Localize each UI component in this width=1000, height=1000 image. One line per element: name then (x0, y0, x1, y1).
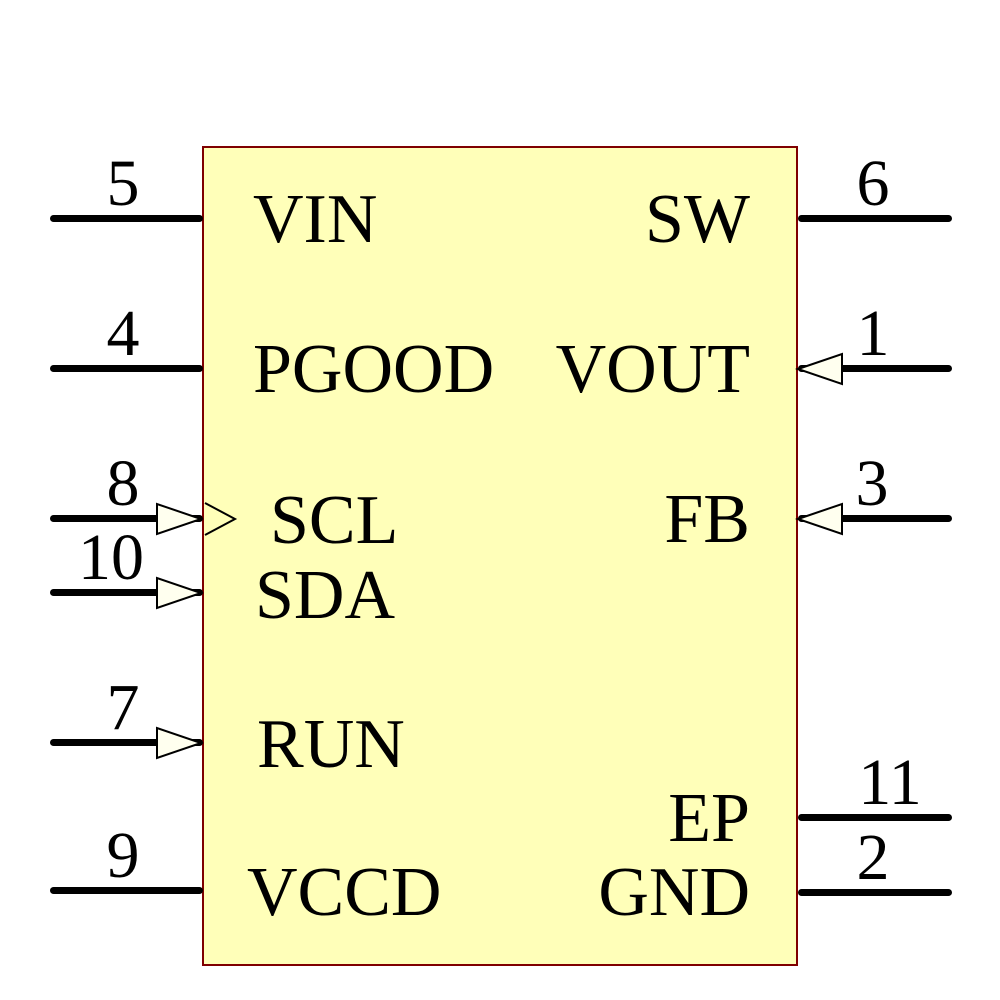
pin-gnd-number: 2 (856, 821, 890, 894)
pin-vin-wire[interactable] (50, 215, 203, 222)
pin-vccd-wire[interactable] (50, 887, 203, 894)
pin-gnd-label: GND (598, 854, 750, 931)
pin-ep-number: 11 (858, 746, 922, 819)
pin-sda-number: 10 (78, 521, 144, 594)
pin-run-label: RUN (257, 706, 405, 783)
pin-fb-label: FB (664, 481, 750, 558)
pin-vout-label: VOUT (555, 331, 750, 408)
pin-sda-label: SDA (255, 557, 396, 634)
input-arrow-icon (794, 352, 843, 386)
pin-ep-wire[interactable] (798, 814, 952, 821)
pin-sw-label: SW (645, 181, 750, 258)
ic-body[interactable] (202, 146, 798, 966)
pin-vin-number: 5 (106, 147, 140, 220)
clock-chevron-icon (204, 502, 238, 536)
pin-sw-wire[interactable] (798, 215, 952, 222)
pin-vout-wire[interactable] (798, 365, 952, 372)
pin-scl-number: 8 (106, 447, 140, 520)
pin-scl-label: SCL (270, 482, 399, 559)
pin-vccd-number: 9 (106, 819, 140, 892)
pin-sda-wire[interactable] (50, 589, 203, 596)
pin-sw-number: 6 (856, 147, 890, 220)
pin-pgood-number: 4 (106, 297, 140, 370)
pin-pgood-label: PGOOD (253, 331, 495, 408)
pin-pgood-wire[interactable] (50, 365, 203, 372)
input-arrow-icon (156, 726, 205, 760)
pin-scl-wire[interactable] (50, 515, 203, 522)
pin-vccd-label: VCCD (247, 854, 442, 931)
pin-fb-number: 3 (855, 447, 889, 520)
pin-vout-number: 1 (856, 297, 890, 370)
pin-ep-label: EP (668, 780, 750, 857)
pin-run-number: 7 (106, 671, 140, 744)
input-arrow-icon (156, 502, 205, 536)
pin-run-wire[interactable] (50, 739, 203, 746)
pin-gnd-wire[interactable] (798, 889, 952, 896)
input-arrow-icon (156, 576, 205, 610)
input-arrow-icon (794, 502, 843, 536)
pin-vin-label: VIN (253, 181, 378, 258)
pin-fb-wire[interactable] (798, 515, 952, 522)
